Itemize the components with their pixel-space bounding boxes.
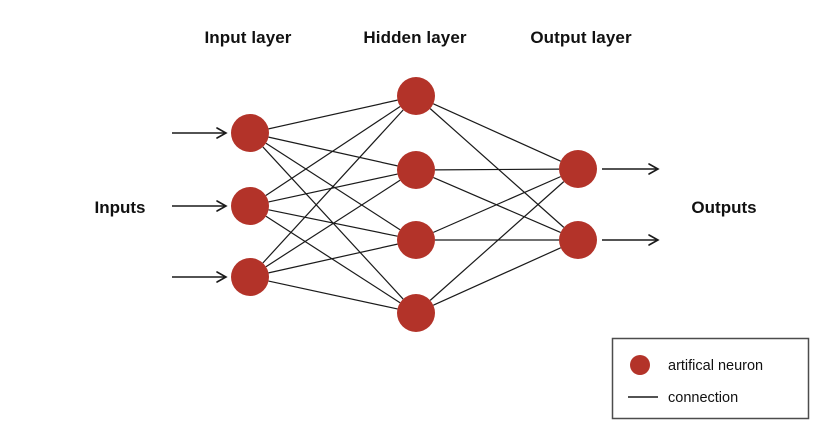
legend-box xyxy=(611,337,810,420)
input-arrow-1-head xyxy=(216,200,228,212)
legend-group xyxy=(611,337,810,420)
legend-label-connection: connection xyxy=(668,390,739,406)
connection-input2-hidden3 xyxy=(268,280,398,310)
connection-hidden0-output0 xyxy=(433,103,561,162)
input-arrow-0-head xyxy=(216,127,228,139)
connection-input2-hidden0 xyxy=(262,109,404,264)
connection-hidden3-output0 xyxy=(429,181,565,301)
heading-output-layer: Output layer xyxy=(530,28,632,47)
output-arrow-1-head xyxy=(648,234,660,246)
neuron-input-0 xyxy=(231,114,269,152)
connection-hidden3-output1 xyxy=(433,247,561,306)
connection-input2-hidden2 xyxy=(268,243,398,274)
heading-hidden-layer: Hidden layer xyxy=(363,28,467,47)
neuron-hidden-2 xyxy=(397,221,435,259)
connection-input0-hidden0 xyxy=(268,99,398,130)
outputs-label: Outputs xyxy=(691,198,757,217)
connection-hidden0-output1 xyxy=(429,108,565,228)
connection-input1-hidden1 xyxy=(268,173,398,203)
input-arrow-2-head xyxy=(216,271,228,283)
neuron-output-1 xyxy=(559,221,597,259)
arrows-group xyxy=(172,127,660,283)
neuron-input-1 xyxy=(231,187,269,225)
neurons-group xyxy=(231,77,597,332)
neuron-output-0 xyxy=(559,150,597,188)
connection-hidden2-output0 xyxy=(433,176,561,233)
connection-input1-hidden3 xyxy=(265,215,401,304)
output-arrow-0-head xyxy=(648,163,660,175)
neuron-hidden-0 xyxy=(397,77,435,115)
neuron-input-2 xyxy=(231,258,269,296)
connection-input1-hidden0 xyxy=(265,105,401,197)
connection-hidden1-output0 xyxy=(434,168,560,171)
neuron-hidden-3 xyxy=(397,294,435,332)
connections-group xyxy=(262,99,565,310)
neuron-hidden-1 xyxy=(397,151,435,189)
neuron-swatch-icon xyxy=(630,355,650,375)
connection-input2-hidden1 xyxy=(265,179,401,268)
heading-input-layer: Input layer xyxy=(204,28,292,47)
inputs-label: Inputs xyxy=(94,198,146,217)
legend-label-neuron: artifical neuron xyxy=(668,358,764,374)
